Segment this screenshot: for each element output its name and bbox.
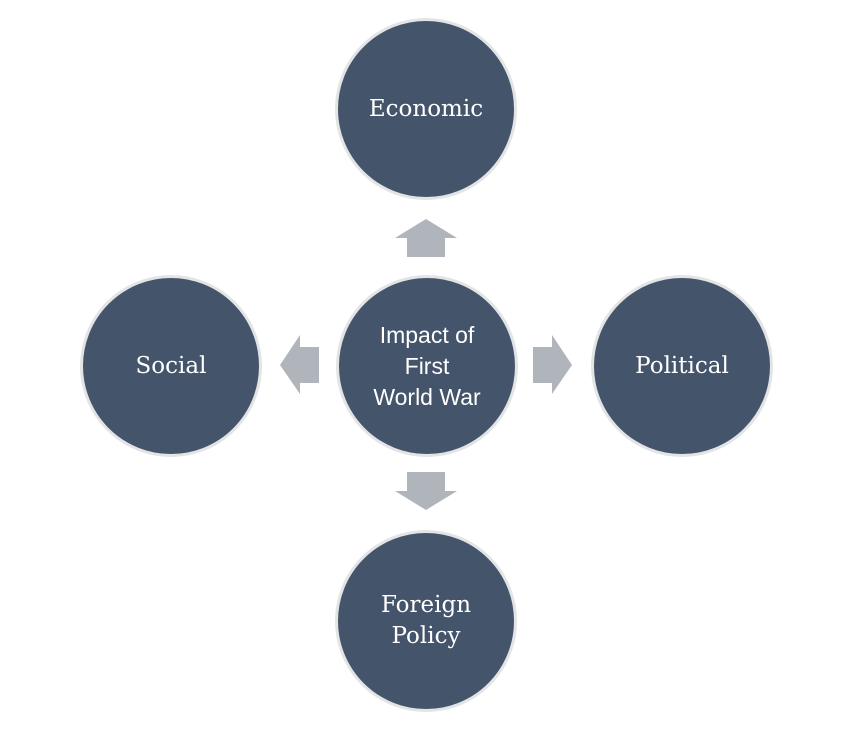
node-social: Social — [80, 275, 262, 457]
node-label: Economic — [368, 95, 484, 122]
node-political: Political — [591, 275, 773, 457]
node-economic: Economic — [335, 18, 517, 200]
center-node-impact-of-first-world-war: Impact of First World War — [336, 275, 518, 457]
arrow-right-icon — [533, 335, 572, 394]
arrow-up-icon — [395, 219, 457, 257]
arrow-left-icon — [280, 335, 319, 394]
node-label: Political — [635, 352, 729, 379]
node-label: Foreign Policy — [380, 592, 472, 649]
arrow-down-icon — [395, 472, 457, 510]
node-foreign-policy: Foreign Policy — [335, 530, 517, 712]
node-label: Social — [135, 352, 207, 379]
center-node-label: Impact of First World War — [373, 321, 481, 410]
